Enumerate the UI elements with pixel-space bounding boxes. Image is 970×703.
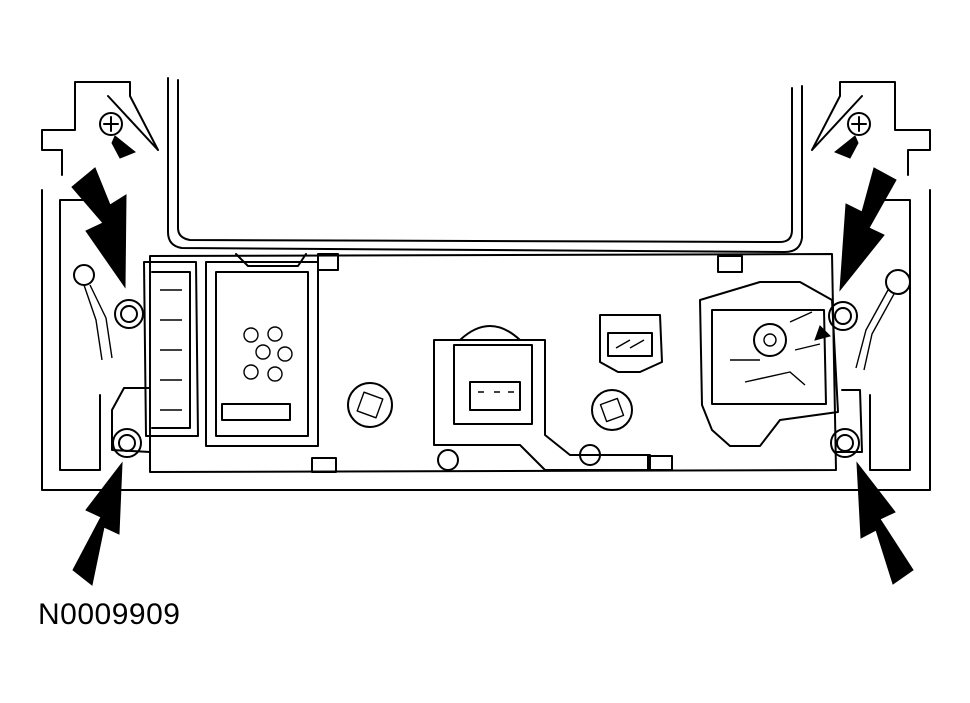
bolt-upper-right	[828, 301, 858, 331]
module-housing	[111, 253, 863, 473]
spring-clip-right	[855, 269, 911, 371]
bolt-upper-left	[114, 299, 144, 329]
spring-clip-left	[73, 264, 113, 361]
right-switch-assembly	[699, 281, 839, 447]
dash-bezel	[41, 77, 931, 491]
screw-upper-right	[834, 112, 871, 159]
locator-left	[347, 382, 393, 428]
arrow-lower-left	[72, 461, 123, 586]
arrow-upper-left	[71, 167, 127, 289]
arrow-upper-right	[839, 167, 897, 292]
housing-tabs	[311, 253, 743, 473]
center-connector	[433, 325, 651, 471]
bolt-lower-right	[830, 428, 860, 458]
screw-upper-left	[99, 112, 136, 159]
arrow-lower-right	[856, 461, 914, 585]
connector-left-large	[143, 253, 319, 447]
locator-right	[591, 389, 633, 431]
plug-connector	[599, 314, 663, 373]
bolt-lower-left	[112, 428, 142, 458]
figure-reference-id: N0009909	[38, 598, 181, 631]
